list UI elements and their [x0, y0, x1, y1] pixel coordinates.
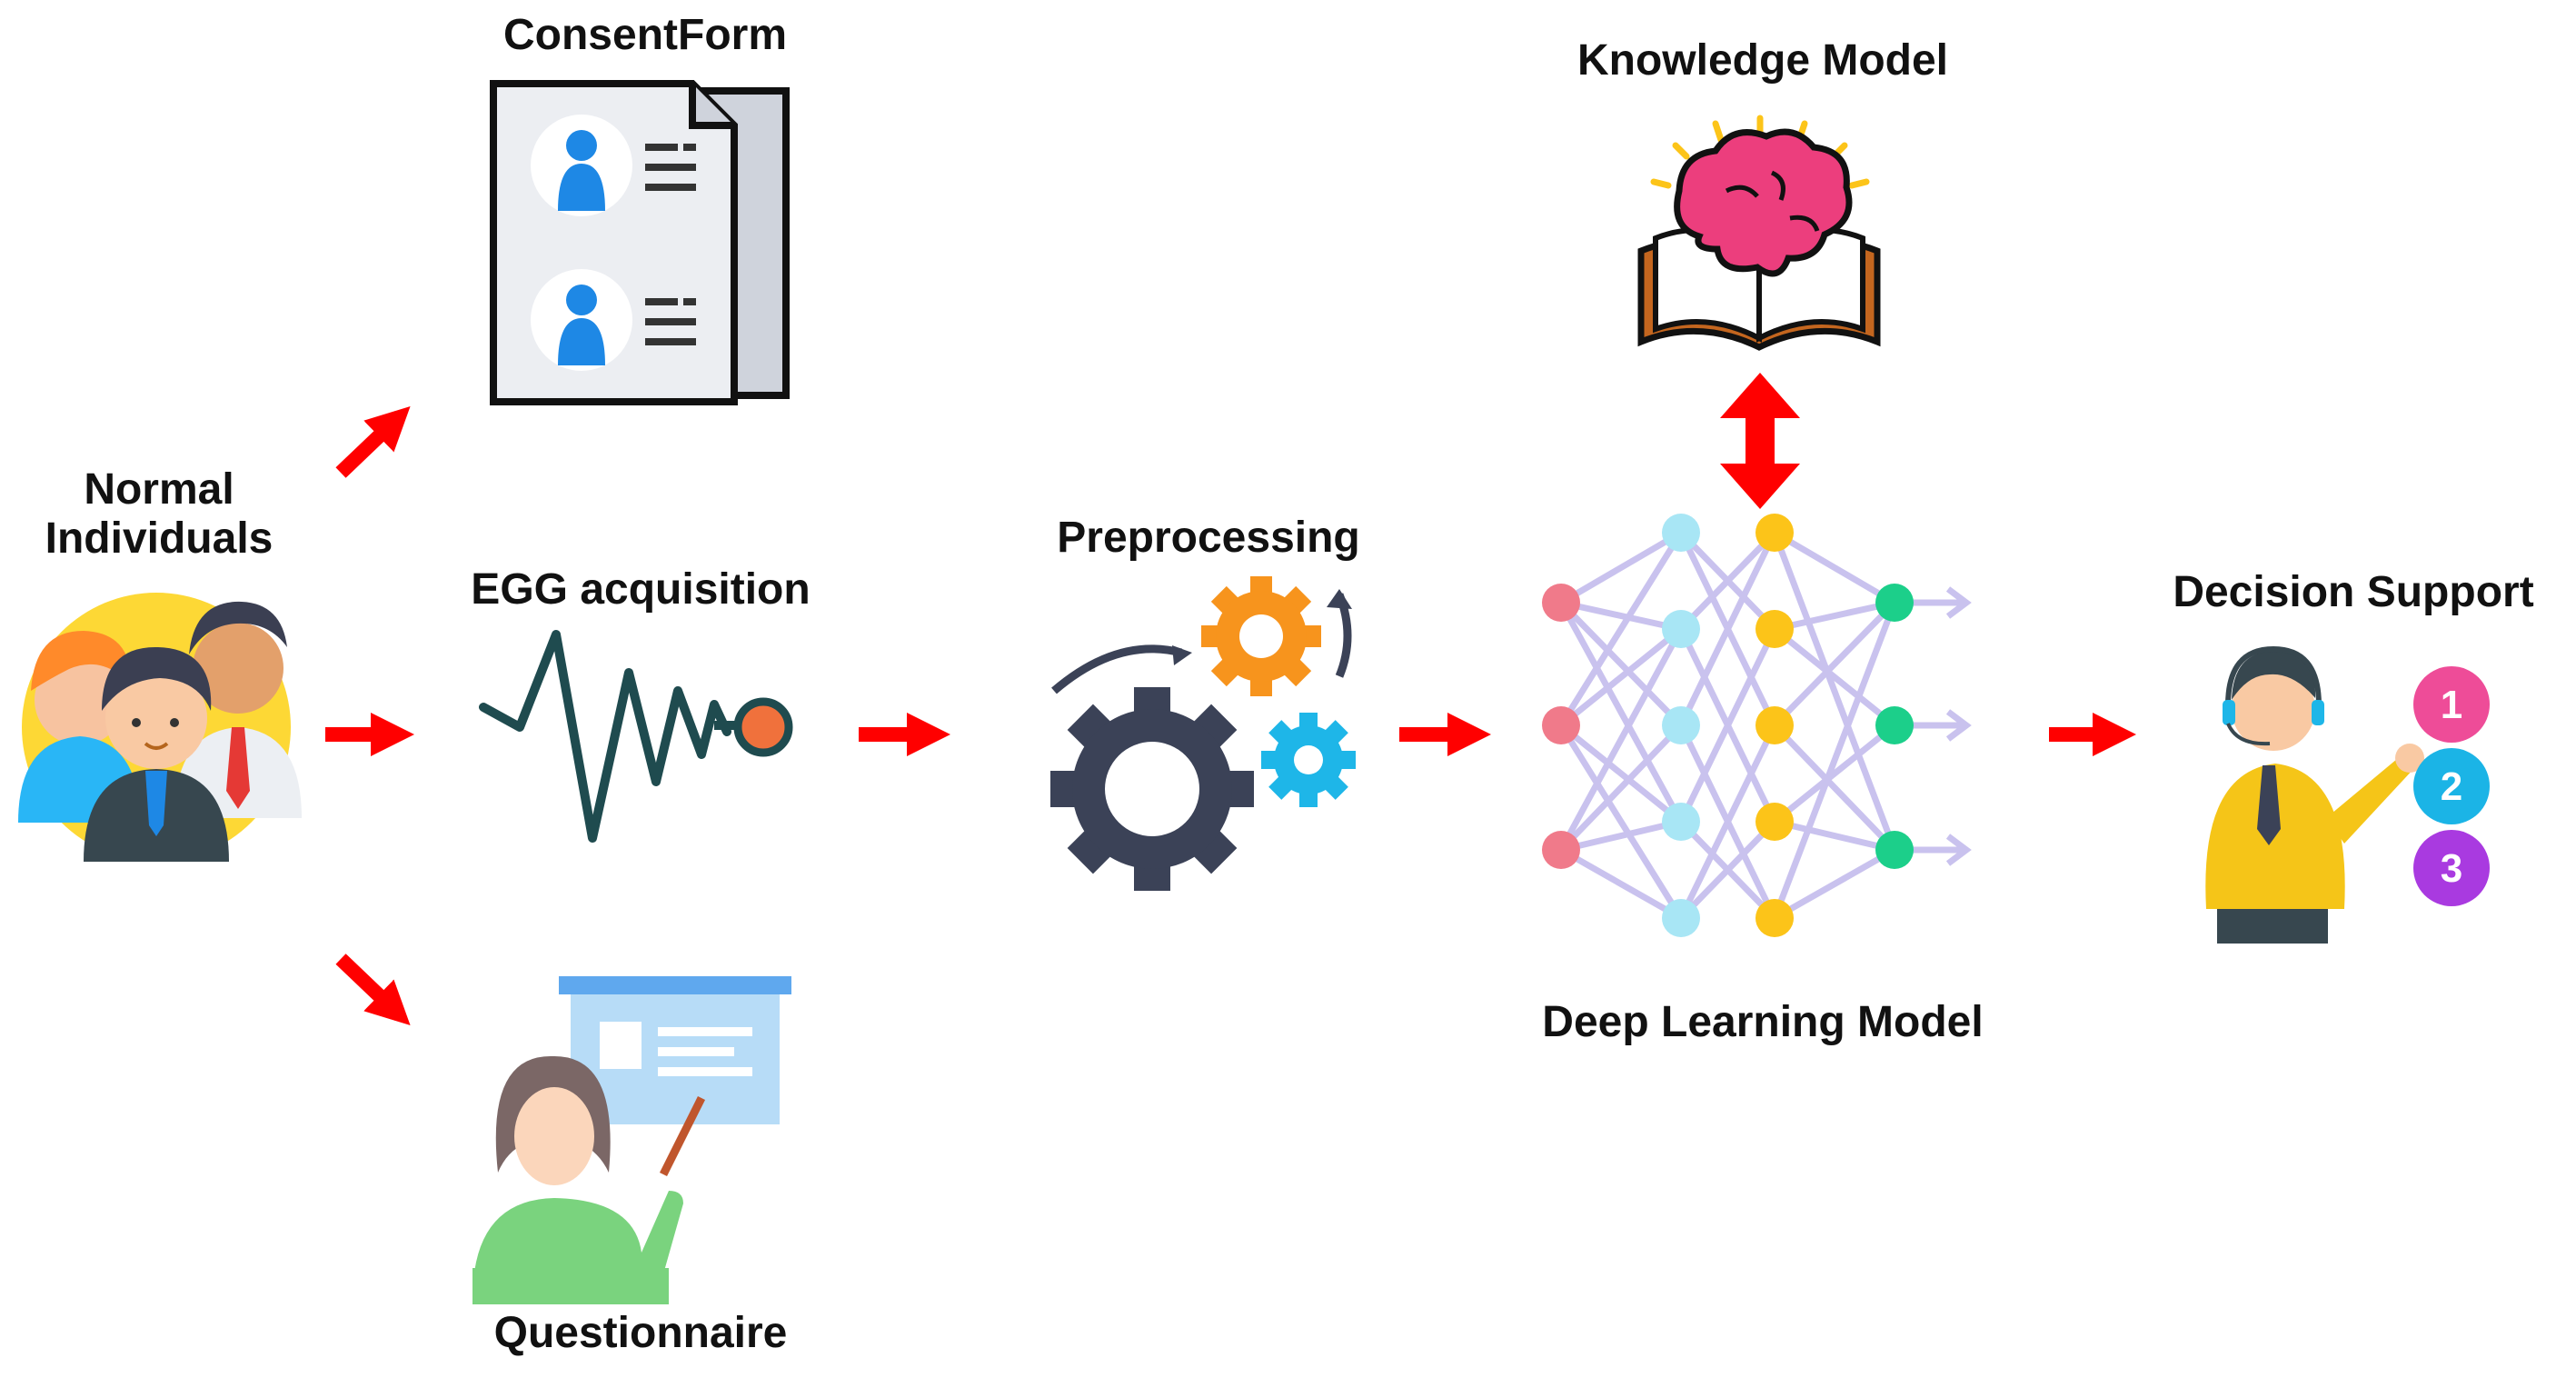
normal-individuals-line2: Individuals — [45, 514, 274, 563]
option-1-label: 1 — [2441, 683, 2462, 727]
preprocessing-label: Preprocessing — [1057, 514, 1360, 562]
option-badges: 1 2 3 — [2413, 666, 2490, 906]
support-agent-icon — [2205, 645, 2424, 944]
teacher-board-icon — [472, 976, 791, 1304]
brain-book-icon — [1637, 115, 1881, 351]
people-group-icon — [18, 593, 302, 862]
egg-acquisition-label: EGG acquisition — [471, 565, 811, 614]
option-3-label: 3 — [2441, 846, 2462, 891]
option-2-badge — [2413, 748, 2490, 824]
normal-individuals-line1: Normal — [84, 465, 234, 514]
consent-form-label: ConsentForm — [503, 11, 787, 59]
consent-form-icon — [490, 80, 790, 405]
knowledge-model-label: Knowledge Model — [1577, 36, 1948, 85]
option-1-badge — [2413, 666, 2490, 743]
normal-individuals-label: Normal Individuals — [18, 465, 300, 564]
option-3-badge — [2413, 830, 2490, 906]
decision-support-label: Decision Support — [2173, 568, 2534, 616]
signal-wave-icon — [479, 630, 793, 843]
option-2-label: 2 — [2441, 764, 2462, 809]
bidirectional-arrow — [1720, 373, 1800, 509]
questionnaire-label: Questionnaire — [493, 1309, 788, 1357]
gears-icon — [1050, 576, 1356, 891]
neural-network-icon — [1557, 529, 1972, 922]
flow-arrows — [325, 405, 2136, 1026]
deep-learning-model-label: Deep Learning Model — [1542, 998, 1984, 1046]
arrow-to-consent-form — [335, 405, 411, 478]
network-nodes — [1542, 514, 1914, 937]
arrow-to-questionnaire — [335, 954, 411, 1026]
